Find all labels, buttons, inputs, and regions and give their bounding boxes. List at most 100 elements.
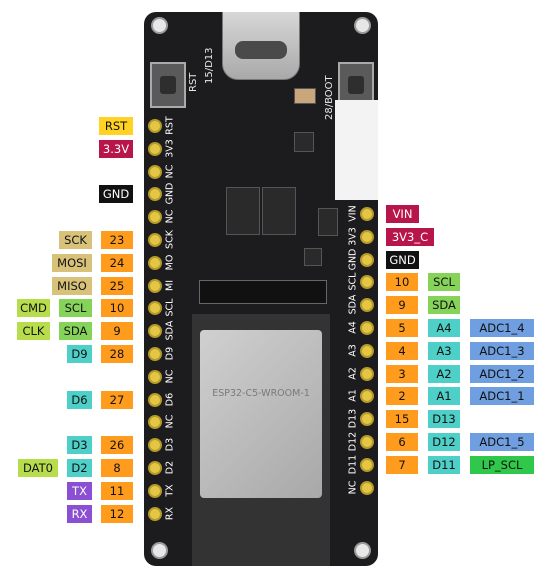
- pin-tag-vin: VIN: [386, 205, 419, 223]
- pin-tag-sda: SDA: [59, 322, 92, 341]
- left-pin-pad: [148, 483, 162, 498]
- left-pin-pad: [148, 415, 162, 430]
- left-pin-pad: [148, 392, 162, 407]
- mosfet-chip: [262, 187, 296, 235]
- rst-button[interactable]: [150, 62, 186, 108]
- pin-tag-12: 12: [101, 504, 133, 523]
- right-pin-pad: [360, 366, 374, 381]
- pin-tag-15: 15: [386, 410, 418, 429]
- pin-tag-10: 10: [386, 273, 418, 292]
- pin-tag-24: 24: [101, 253, 133, 272]
- left-pin-pad: [148, 141, 162, 156]
- ffc-connector: [199, 280, 327, 304]
- left-pin-pad: [148, 119, 162, 133]
- right-pin-pad: [360, 275, 374, 290]
- pin-tag-dat0: DAT0: [18, 459, 58, 477]
- dev-board: RST 15/D13 28/BOOT ESP32-C5-WROOM-1: [144, 12, 378, 566]
- left-pin-pad: [148, 255, 162, 270]
- pin-tag-adc1-2: ADC1_2: [470, 364, 534, 383]
- right-pin-pad: [360, 298, 374, 313]
- right-pin-pad: [360, 480, 374, 495]
- right-pin-pad: [360, 229, 374, 244]
- left-pin-pad: [148, 324, 162, 339]
- smd-component: [294, 88, 316, 104]
- pin-tag-3-3v: 3.3V: [99, 139, 133, 158]
- pin-tag-adc1-1: ADC1_1: [470, 387, 534, 406]
- pin-tag-5: 5: [386, 319, 418, 337]
- pin-tag-27: 27: [101, 390, 133, 409]
- pin-tag-sda: SDA: [428, 296, 460, 315]
- pin-tag-26: 26: [101, 436, 133, 455]
- pin-tag-adc1-4: ADC1_4: [470, 319, 534, 337]
- mount-hole-bottom-right: [354, 542, 371, 559]
- pin-tag-3v3-c: 3V3_C: [386, 227, 434, 246]
- right-pin-pad: [360, 412, 374, 427]
- pin-tag-scl: SCL: [428, 273, 460, 292]
- pin-tag-adc1-5: ADC1_5: [470, 433, 534, 451]
- pin-tag-4: 4: [386, 341, 418, 360]
- regulator-chip: [226, 187, 260, 235]
- diode: [318, 208, 338, 236]
- right-pin-pad: [360, 457, 374, 472]
- pin-tag-23: 23: [101, 231, 133, 249]
- rst-button-label: RST: [188, 72, 199, 92]
- pin-tag-mosi: MOSI: [52, 253, 92, 272]
- pin-tag-8: 8: [101, 459, 133, 477]
- left-pin-pad: [148, 164, 162, 179]
- pin-tag-10: 10: [101, 299, 133, 318]
- pin-tag-a4: A4: [428, 319, 460, 337]
- esp32-module: ESP32-C5-WROOM-1: [200, 330, 322, 498]
- pin-tag-cmd: CMD: [17, 299, 50, 318]
- pin-tag-scl: SCL: [59, 299, 92, 318]
- boot-button-label: 28/BOOT: [324, 75, 335, 120]
- left-pin-pad: [148, 301, 162, 316]
- pin-tag-d12: D12: [428, 433, 460, 451]
- left-pin-pad: [148, 438, 162, 453]
- pin-tag-a2: A2: [428, 364, 460, 383]
- mount-hole-bottom-left: [151, 542, 168, 559]
- pin-tag-2: 2: [386, 387, 418, 406]
- pin-tag-6: 6: [386, 433, 418, 451]
- module-label: ESP32-C5-WROOM-1: [212, 388, 310, 399]
- pin-tag-adc1-3: ADC1_3: [470, 341, 534, 360]
- pin-tag-7: 7: [386, 455, 418, 474]
- right-pin-pad: [360, 343, 374, 358]
- right-pin-pad: [360, 207, 374, 221]
- pin-tag-gnd: GND: [99, 185, 133, 204]
- pin-tag-d2: D2: [67, 459, 92, 477]
- right-pin-pad: [360, 321, 374, 335]
- pin-tag-11: 11: [101, 481, 133, 500]
- left-pin-pad: [148, 187, 162, 202]
- pin-tag-3: 3: [386, 364, 418, 383]
- pin-tag-gnd: GND: [386, 250, 419, 269]
- pin-tag-d13: D13: [428, 410, 460, 429]
- mount-hole-top-right: [354, 17, 371, 34]
- right-pin-name: NC: [347, 480, 359, 494]
- pin-tag-clk: CLK: [17, 322, 50, 341]
- pin-tag-9: 9: [101, 322, 133, 341]
- usb-c-port: [222, 12, 300, 80]
- pin-tag-a1: A1: [428, 387, 460, 406]
- shield-area: [335, 100, 378, 200]
- pin-tag-miso: MISO: [52, 276, 92, 295]
- pin-tag-28: 28: [101, 345, 133, 363]
- pin-tag-9: 9: [386, 296, 418, 315]
- pin-tag-tx: TX: [67, 481, 92, 500]
- led: [304, 248, 322, 266]
- small-chip: [294, 132, 314, 152]
- left-pin-pad: [148, 506, 162, 521]
- left-pin-name: RX: [164, 506, 176, 520]
- mount-hole-top-left: [151, 17, 168, 34]
- left-pin-pad: [148, 210, 162, 225]
- pin-tag-a3: A3: [428, 341, 460, 360]
- left-pin-pad: [148, 461, 162, 475]
- pin-tag-lp-scl: LP_SCL: [470, 455, 534, 474]
- right-pin-pad: [360, 435, 374, 449]
- right-pin-pad: [360, 252, 374, 267]
- pin-tag-25: 25: [101, 276, 133, 295]
- left-pin-pad: [148, 347, 162, 361]
- pin-tag-d3: D3: [67, 436, 92, 455]
- pin-tag-rst: RST: [99, 117, 133, 135]
- pin-tag-sck: SCK: [59, 231, 92, 249]
- pin-tag-d9: D9: [67, 345, 92, 363]
